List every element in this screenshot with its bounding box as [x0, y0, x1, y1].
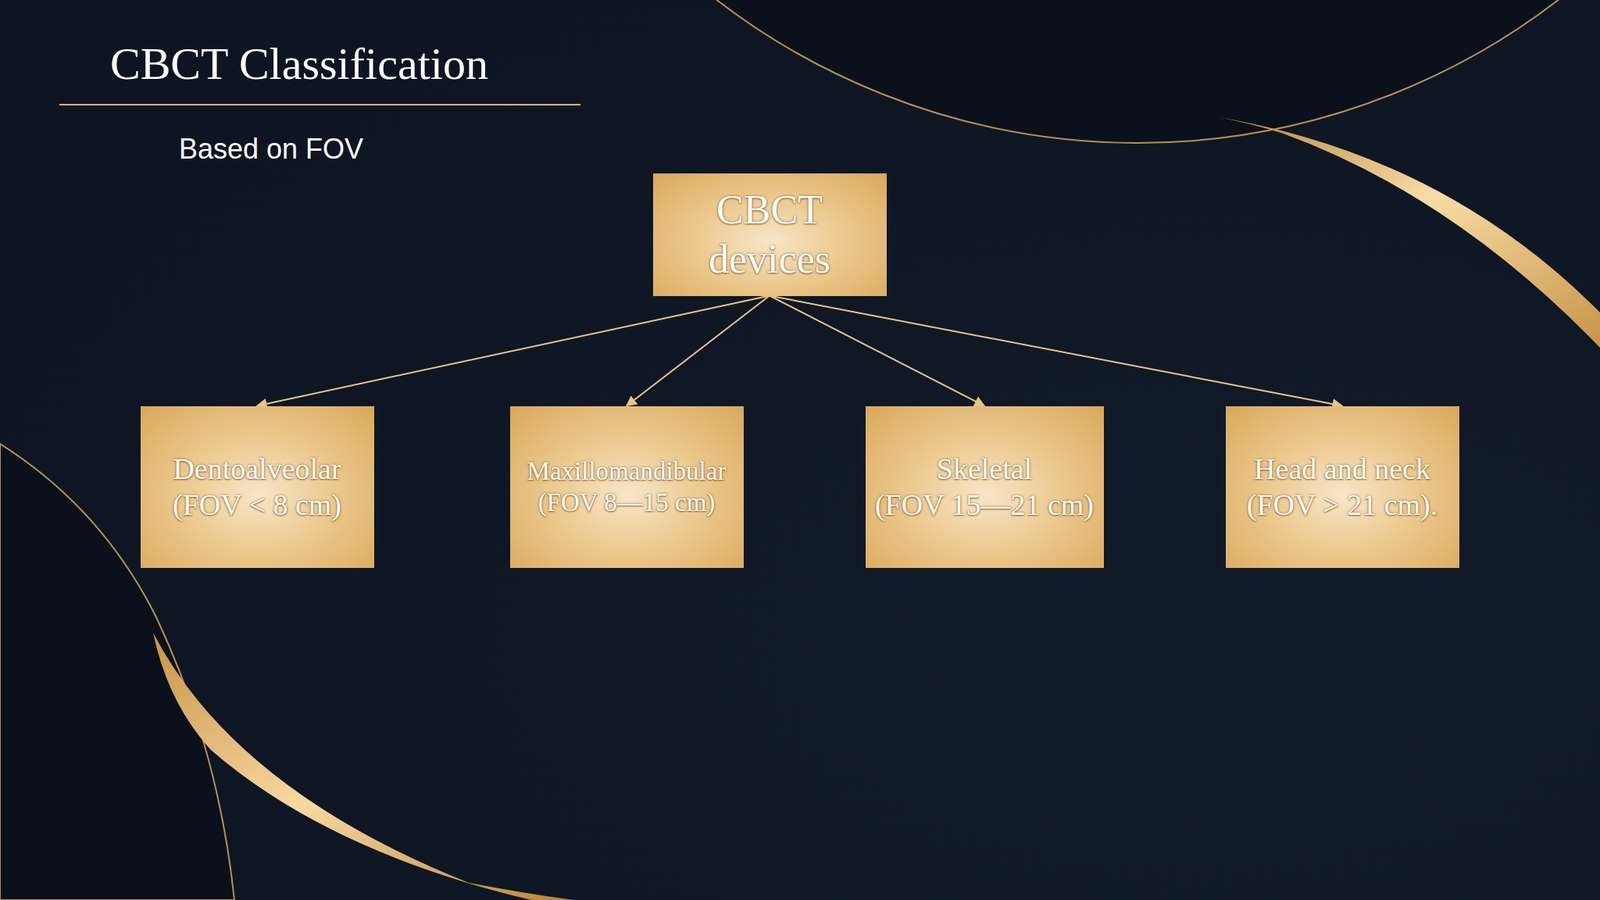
title-underline [59, 103, 581, 106]
connector-arrow [626, 296, 770, 407]
category-box: Maxillomandibular (FOV 8—15 cm) [510, 406, 744, 568]
subtitle: Based on FOV [178, 132, 364, 166]
category-box: Skeletal (FOV 15—21 cm) [865, 406, 1104, 568]
category-box: Dentoalveolar (FOV < 8 cm) [140, 406, 375, 568]
connector-arrow [769, 296, 1343, 407]
box-label: CBCT devices [708, 185, 831, 285]
connector-arrow [257, 296, 770, 407]
root-box: CBCT devices [653, 173, 887, 297]
top-disk [447, 0, 1600, 143]
slide-title: CBCT Classification [110, 37, 489, 90]
gold-ribbon [153, 632, 575, 900]
gold-ribbon [1218, 117, 1600, 348]
box-label: Maxillomandibular (FOV 8—15 cm) [527, 455, 727, 519]
box-label: Skeletal (FOV 15—21 cm) [875, 450, 1094, 524]
connector-arrow [769, 296, 985, 407]
box-label: Head and neck (FOV > 21 cm). [1246, 450, 1439, 524]
category-box: Head and neck (FOV > 21 cm). [1225, 406, 1460, 568]
box-label: Dentoalveolar (FOV < 8 cm) [172, 450, 342, 524]
